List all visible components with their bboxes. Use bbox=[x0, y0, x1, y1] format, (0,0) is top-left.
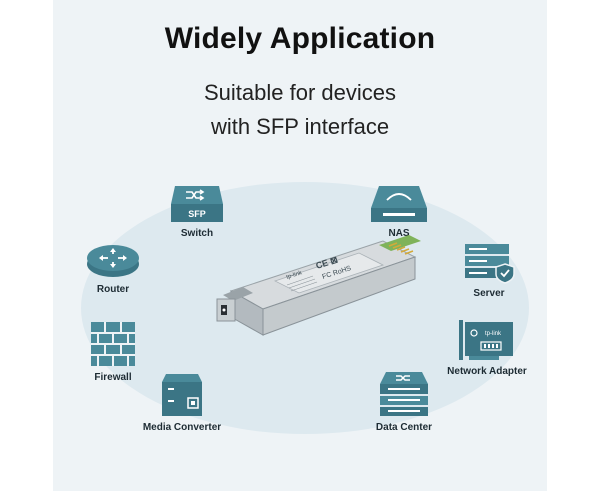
module-brand: tp-link bbox=[286, 270, 304, 281]
page-title: Widely Application bbox=[164, 22, 436, 55]
device-label-switch: Switch bbox=[180, 228, 214, 239]
device-router: Router bbox=[53, 242, 173, 295]
device-label-network-adapter: Network Adapter bbox=[447, 366, 527, 377]
device-label-nas: NAS bbox=[388, 228, 410, 239]
device-server: Server bbox=[429, 242, 547, 299]
network-adapter-icon: tp-link bbox=[459, 320, 513, 360]
device-firewall: Firewall bbox=[53, 320, 173, 383]
page-subtitle: Suitable for devices with SFP interface bbox=[53, 76, 547, 144]
device-label-router: Router bbox=[96, 284, 130, 295]
sfp-module: CE ⊠ FC RoHS tp-link bbox=[183, 235, 423, 360]
switch-badge: SFP bbox=[188, 209, 206, 219]
nas-icon bbox=[371, 186, 427, 222]
server-icon bbox=[465, 244, 515, 284]
device-media-converter: Media Converter bbox=[122, 372, 242, 433]
subtitle-line-2: with SFP interface bbox=[210, 114, 390, 139]
device-label-data-center: Data Center bbox=[375, 422, 433, 433]
device-label-server: Server bbox=[473, 288, 505, 299]
device-nas: NAS bbox=[339, 184, 459, 239]
router-icon bbox=[87, 245, 139, 277]
device-label-firewall: Firewall bbox=[94, 372, 132, 383]
device-label-media-converter: Media Converter bbox=[142, 422, 222, 433]
switch-icon: SFP bbox=[171, 186, 223, 222]
svg-text:tp-link: tp-link bbox=[485, 331, 502, 337]
data-center-icon bbox=[380, 372, 428, 416]
sfp-module-image: CE ⊠ FC RoHS tp-link bbox=[216, 235, 421, 336]
subtitle-line-1: Suitable for devices bbox=[204, 80, 396, 105]
device-data-center: Data Center bbox=[344, 370, 464, 433]
application-panel: Widely Application Suitable for devices … bbox=[53, 0, 547, 491]
firewall-icon bbox=[91, 322, 135, 366]
device-switch: SFP Switch bbox=[137, 184, 257, 239]
device-network-adapter: tp-link Network Adapter bbox=[427, 318, 547, 377]
media-converter-icon bbox=[162, 374, 202, 416]
